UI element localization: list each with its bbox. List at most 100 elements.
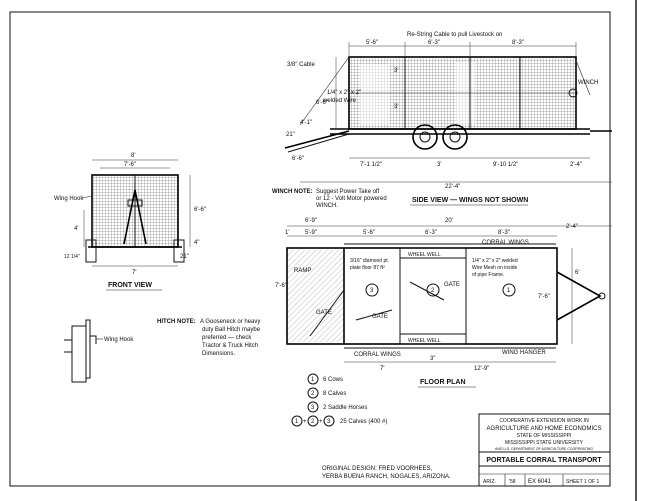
title-block-sheet: SHEET 1 OF 1 [566,479,599,485]
sheet-border [9,11,611,487]
front-wheel-left-icon [85,239,97,263]
hitch-note-line-4: Tractor & Truck Hitch [202,343,258,349]
legend-mark-2: 2 [311,391,315,397]
floor-gate-center: GATE [372,314,388,320]
title-block-number: EX 6041 [528,479,552,485]
side-dim-3a: 3' [394,68,398,74]
wheel-rear-icon [442,124,468,150]
legend-total-mark-2: 2 [311,419,315,425]
side-callout-wire: 1/4" x 2" x 2" [327,90,361,96]
floor-pen-2: 2 [431,288,435,294]
floor-dim-bottom-7: 7' [380,366,384,372]
title-block-org-2: AGRICULTURE AND HOME ECONOMICS [487,426,602,432]
legend-total-mark-3: 3 [327,419,331,425]
winch-icon [568,88,578,98]
floor-wheel-well-top [399,247,467,259]
floor-dim-right-6: 6' [575,270,579,276]
legend-text-1: 6 Cows [323,377,343,383]
side-ramp [284,130,350,149]
floor-corral-wings-top: CORRAL WINGS [482,240,529,246]
hitch-note-line-2: duty Ball Hitch maybe [202,327,261,333]
floor-dim-2-2: 5'-9" [305,230,317,236]
floor-dim-top-1: 6'-9" [305,218,317,224]
floor-dim-2-3: 5'-6" [363,230,375,236]
hitch-note-line-5: Dimensions. [202,351,235,357]
side-dim-ramp: 6'-6" [292,156,304,162]
floor-pen-3: 3 [370,288,374,294]
title-block-title: PORTABLE CORRAL TRANSPORT [486,457,602,464]
legend-text-3: 2 Saddle Horses [323,405,367,411]
floor-hitch-icon [556,271,602,321]
floor-mesh-note-2: Wire Mesh on inside [472,265,518,271]
side-dim-bottom-2: 3' [437,162,441,168]
floor-plan [286,225,612,363]
side-dim-bottom-4: 2'-4" [570,162,582,168]
title-block [478,413,611,487]
floor-dim-2-1: 1' [285,230,289,236]
side-callout-cable: Re-String Cable to pull Livestock on [407,32,502,38]
hitch-note-heading: HITCH NOTE: [157,319,196,325]
front-view-title: FRONT VIEW [108,282,152,289]
floor-mesh-note-1: 1/4" x 2" x 2" welded [472,258,518,264]
side-cable [299,56,350,126]
wing-hook-detail [64,319,97,383]
winch-note-line-3: WINCH. [316,203,338,209]
wing-hook-icon [90,335,97,344]
legend [291,373,335,427]
wheel-front-icon [412,124,438,150]
winch-note-heading: WINCH NOTE: [272,189,313,195]
side-dim-3b: 3' [394,104,398,110]
floor-dim-right-76: 7'-6" [538,294,550,300]
floor-wheel-well-bottom [399,333,467,345]
floor-wing-hanger: WING HANGER [502,350,546,356]
front-callout-wing-hook: Wing Hook [54,196,84,202]
front-dim-ramp: 12 1/4" [64,254,80,260]
floor-plan-title: FLOOR PLAN [420,379,466,386]
floor-dim-2-4: 6'-3" [425,230,437,236]
credits-line-1: ORIGINAL DESIGN: FRED VOORHEES, [322,466,432,472]
side-callout-wire2: welded Wire [322,98,357,104]
floor-dim-2-5: 8'-3" [498,230,510,236]
side-view-title: SIDE VIEW — WINGS NOT SHOWN [412,197,528,204]
legend-mark-3: 3 [311,405,315,411]
floor-corral-wings-bottom: CORRAL WINGS [354,352,401,358]
side-dim-bottom-3: 9'-10 1/2" [493,162,518,168]
floor-gate-left: GATE [316,310,332,316]
floor-dim-bottom-129: 12'-9" [474,366,489,372]
legend-total-mark-1: 1 [295,419,299,425]
front-dim-4in: 4" [194,240,199,246]
front-dim-21: 21" [180,254,189,260]
front-dim-bottom: 7' [132,270,136,276]
floor-ramp-label: RAMP [294,268,311,274]
side-dim-top-1: 5'-6" [366,40,378,46]
side-dim-total: 22'-4" [445,184,460,190]
svg-text:+: + [303,419,307,425]
title-block-org-4: MISSISSIPPI STATE UNIVERSITY [505,440,584,446]
side-callout-cable-size: 3/8" Cable [287,62,315,68]
wing-hook-detail-label: Wing Hook [104,337,134,343]
side-callout-winch: WINCH [578,80,598,86]
side-dim-21: 21" [286,132,295,138]
legend-total-text: 25 Calves (400 #) [340,419,387,425]
floor-ramp-dim: 7'-6" [275,283,287,289]
floor-wheel-well-top-label: WHEEL WELL [408,252,441,258]
floor-wheel-well-bottom-label: WHEEL WELL [408,338,441,344]
title-block-org-1: COOPERATIVE EXTENSION WORK IN [499,418,589,424]
front-view [83,159,191,267]
legend-text-2: 8 Calves [323,391,346,397]
floor-dim-top-3: 2'-4" [566,224,578,230]
side-dim-bottom-1: 7'-1 1/2" [360,162,382,168]
floor-plate-note-2: plate floor 87 ft² [350,265,385,271]
floor-pen-1: 1 [507,288,511,294]
legend-mark-1: 1 [311,377,315,383]
front-dim-inner: 7'-6" [124,162,136,168]
title-block-year: '58 [509,479,516,485]
side-dim-top-3: 8'-3" [512,40,524,46]
floor-dim-top-2: 20' [445,218,453,224]
floor-gate-right: GATE [444,282,460,288]
front-wheel-right-icon [173,239,185,263]
credits-line-2: YERBA BUENA RANCH, NOGALES, ARIZONA. [322,474,451,480]
winch-note-line-2: or 12 - Volt Motor powered [316,196,387,202]
svg-text:+: + [319,419,323,425]
